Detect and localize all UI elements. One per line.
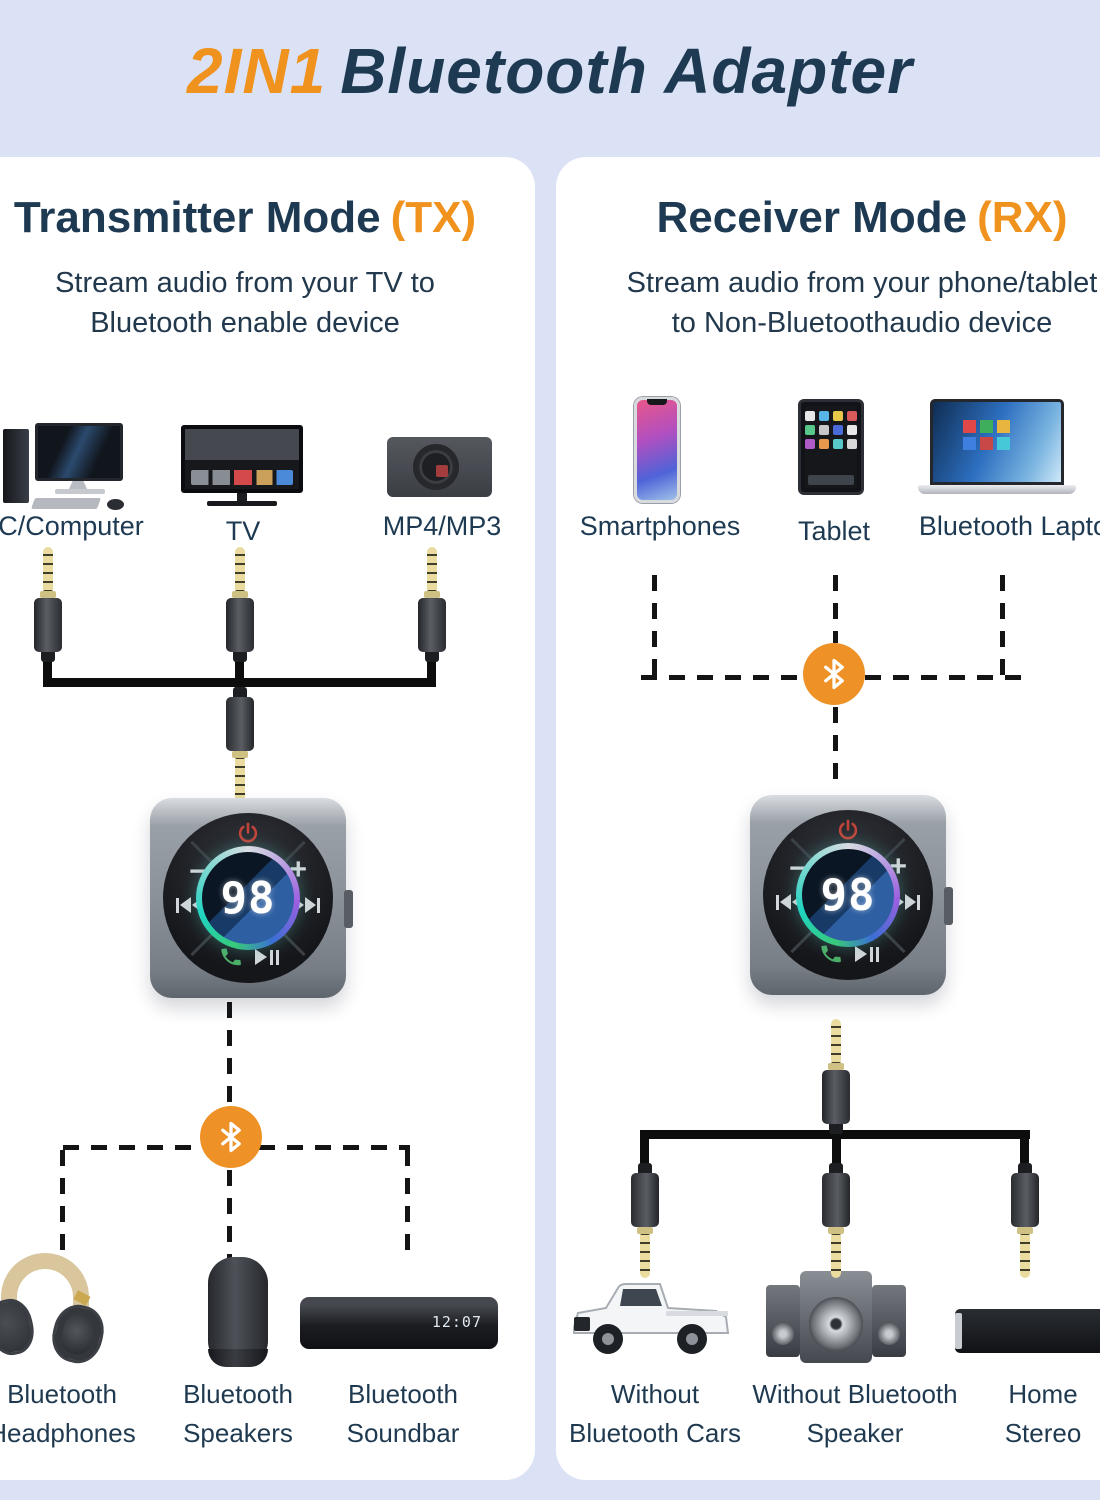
aux-cable-wire bbox=[1020, 1137, 1029, 1177]
bluetooth-icon bbox=[803, 643, 865, 705]
laptop-icon bbox=[918, 399, 1076, 499]
tx-mode-tag: (TX) bbox=[390, 193, 477, 242]
speaker-stack-icon bbox=[766, 1269, 906, 1365]
rx-heading: Receiver Mode(RX) bbox=[556, 193, 1100, 243]
rx-heading-text: Receiver Mode bbox=[656, 193, 968, 242]
aux-plug-icon bbox=[33, 547, 63, 662]
receiver-mode-card: Receiver Mode(RX) Stream audio from your… bbox=[556, 157, 1100, 1480]
device-control-ring: − + 98 bbox=[763, 810, 933, 980]
transmitter-mode-card: Transmitter Mode(TX) Stream audio from y… bbox=[0, 157, 535, 1480]
aux-plug-icon bbox=[821, 1163, 851, 1278]
tx-heading: Transmitter Mode(TX) bbox=[0, 193, 535, 243]
device-display: 98 bbox=[196, 846, 300, 950]
dashed-connector bbox=[227, 1170, 232, 1258]
display-value: 98 bbox=[820, 869, 876, 921]
desktop-computer-icon bbox=[3, 423, 128, 513]
bt-adapter-device: − + 98 bbox=[750, 795, 953, 995]
aux-plug-icon bbox=[630, 1163, 660, 1278]
aux-cable-wire bbox=[43, 655, 52, 687]
smartphone-icon bbox=[634, 397, 680, 503]
bt-adapter-device: − + 98 bbox=[150, 798, 353, 998]
dashed-connector bbox=[1000, 575, 1005, 675]
power-icon bbox=[838, 819, 858, 840]
display-value: 98 bbox=[220, 872, 276, 924]
device-side-button bbox=[344, 890, 353, 928]
aux-cable-wire bbox=[640, 1130, 1030, 1139]
aux-plug-icon bbox=[1010, 1163, 1040, 1278]
home-stereo-icon bbox=[955, 1309, 1100, 1353]
tx-subtitle: Stream audio from your TV to Bluetooth e… bbox=[55, 267, 435, 339]
aux-cable-wire bbox=[832, 1137, 841, 1177]
source-label: PC/Computer bbox=[0, 511, 144, 541]
dashed-connector bbox=[60, 1150, 65, 1258]
source-label: Smartphones bbox=[579, 511, 741, 541]
aux-plug-icon bbox=[821, 1019, 851, 1134]
soundbar-clock: 12:07 bbox=[431, 1313, 482, 1331]
dashed-connector bbox=[652, 575, 657, 675]
power-icon bbox=[238, 822, 258, 843]
speaker-icon bbox=[208, 1257, 268, 1367]
television-icon bbox=[181, 425, 303, 511]
play-pause-icon bbox=[255, 949, 279, 965]
aux-cable-wire bbox=[44, 678, 436, 687]
aux-cable-wire bbox=[235, 655, 244, 695]
phone-call-icon bbox=[221, 948, 241, 966]
bluetooth-icon bbox=[200, 1106, 262, 1168]
phone-call-icon bbox=[821, 945, 841, 963]
aux-plug-icon bbox=[225, 547, 255, 662]
source-label: TV bbox=[225, 516, 261, 546]
headphones-icon bbox=[0, 1253, 112, 1369]
dashed-connector bbox=[833, 707, 838, 791]
rx-mode-tag: (RX) bbox=[977, 193, 1068, 242]
car-icon bbox=[573, 1283, 730, 1354]
aux-cable-wire bbox=[640, 1137, 649, 1177]
source-label: Tablet bbox=[797, 516, 871, 546]
dashed-connector bbox=[833, 575, 838, 643]
device-display: 98 bbox=[796, 843, 900, 947]
source-label: MP4/MP3 bbox=[382, 511, 502, 541]
soundbar-icon: 12:07 bbox=[300, 1297, 498, 1349]
title-accent: 2IN1 bbox=[187, 35, 327, 107]
dashed-connector bbox=[227, 1002, 232, 1106]
device-control-ring: − + 98 bbox=[163, 813, 333, 983]
dashed-connector bbox=[405, 1150, 410, 1258]
tx-heading-text: Transmitter Mode bbox=[13, 193, 381, 242]
aux-plug-icon bbox=[225, 687, 255, 802]
aux-cable-wire bbox=[427, 655, 436, 687]
tablet-icon bbox=[798, 399, 864, 495]
play-pause-icon bbox=[855, 946, 879, 962]
source-label: Bluetooth Laptop bbox=[918, 511, 1100, 541]
device-side-button bbox=[944, 887, 953, 925]
rx-subtitle: Stream audio from your phone/tablet to N… bbox=[626, 267, 1098, 339]
aux-plug-icon bbox=[417, 547, 447, 662]
title-rest: Bluetooth Adapter bbox=[340, 35, 913, 107]
mp3-player-icon bbox=[387, 437, 492, 497]
